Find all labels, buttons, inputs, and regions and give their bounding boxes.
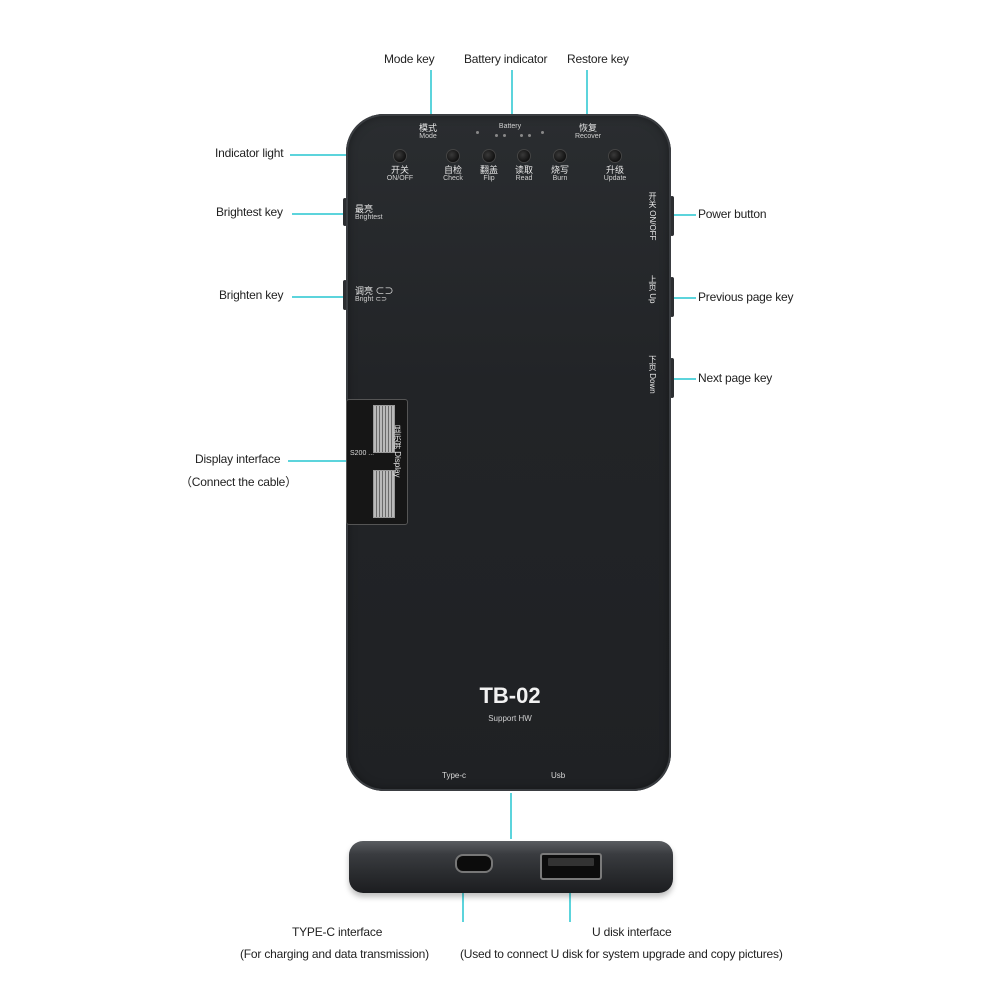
restore-label-en: Recover [574,133,602,141]
typec-interface-callout: TYPE-C interface [292,925,383,939]
read-button[interactable] [518,150,530,162]
model-name: TB-02 [479,683,541,708]
burn-button[interactable] [554,150,566,162]
restore-key-callout: Restore key [567,52,629,66]
typec-line [462,870,464,922]
usb-port-tongue [548,858,594,866]
udisk-interface-callout: U disk interface [592,925,672,939]
bright-label-cn: 调亮 ⊂⊃ [355,286,394,296]
battery-dot [520,134,523,137]
battery-dot [503,134,506,137]
brighten-side-button[interactable] [343,280,347,310]
indicator-light-callout: Indicator light [215,146,284,160]
udisk-line [569,872,571,922]
brightest-label-en: Brightest [355,214,383,222]
bright-label: 调亮 ⊂⊃ Bright ⊂⊃ [355,286,394,304]
battery-label: Battery [490,123,530,130]
support-text: Support HW [488,714,532,723]
flip-label-cn: 翻盖 [479,165,498,175]
check-button[interactable] [447,150,459,162]
display-port-label: 显示屏 Display [393,425,402,478]
update-label: 升级 Update [597,165,633,183]
check-label: 自检 Check [437,165,469,183]
mode-label-en: Mode [419,133,437,141]
down-side-button[interactable] [670,358,674,398]
mode-key-line [430,70,432,116]
previous-page-key-line [672,297,696,299]
flip-label: 翻盖 Flip [473,165,505,183]
display-interface-line [288,460,348,462]
device-bottom-edge [349,841,673,893]
onoff-label: 开关 ON/OFF [380,165,420,183]
power-side-button[interactable] [670,196,674,236]
up-side-label: 上页 Up [648,275,657,304]
brightest-label: 最亮 Brightest [355,204,383,222]
fpc-connector-bottom [373,470,395,518]
typec-port-label: Type-c [442,771,467,780]
display-interface-callout: Display interface [195,452,281,466]
update-label-en: Update [603,175,627,183]
restore-label: 恢复 Recover [568,123,608,141]
battery-indicator-line [511,70,513,126]
check-label-cn: 自检 [443,165,462,175]
brightest-label-cn: 最亮 [355,204,374,214]
onoff-label-en: ON/OFF [386,175,414,183]
previous-page-key-callout: Previous page key [698,290,794,304]
display-chip-label: S200 ... [350,450,375,457]
bright-label-en: Bright ⊂⊃ [355,296,387,304]
update-label-cn: 升级 [605,165,624,175]
read-label-en: Read [515,175,533,183]
mode-key-callout: Mode key [384,52,435,66]
battery-indicator-callout: Battery indicator [464,52,548,66]
battery-dot [541,131,544,134]
usb-port[interactable] [540,853,602,880]
battery-dot [528,134,531,137]
typec-port[interactable] [455,854,493,873]
update-button[interactable] [609,150,621,162]
next-page-key-callout: Next page key [698,371,773,385]
restore-key-line [586,70,588,116]
brightest-key-line [292,213,347,215]
display-interface-note: （Connect the cable） [180,475,297,489]
read-label-cn: 读取 [514,165,533,175]
power-button-line [672,214,696,216]
brightest-key-callout: Brightest key [216,205,283,219]
restore-label-cn: 恢复 [578,123,597,133]
flip-label-en: Flip [483,175,495,183]
next-page-key-line [672,378,696,380]
indicator-light-line [290,154,400,156]
onoff-label-cn: 开关 [390,165,409,175]
burn-label-en: Burn [552,175,568,183]
fpc-connector-top [373,405,395,453]
mode-label: 模式 Mode [412,123,444,141]
typec-interface-note: (For charging and data transmission) [240,947,429,961]
mode-label-cn: 模式 [418,123,437,133]
battery-dot [495,134,498,137]
brightest-side-button[interactable] [343,198,347,226]
battery-dot [476,131,479,134]
power-button-callout: Power button [698,207,767,221]
burn-label: 烧写 Burn [544,165,576,183]
check-label-en: Check [443,175,463,183]
onoff-indicator-light[interactable] [394,150,406,162]
brighten-key-line [292,296,347,298]
brighten-key-callout: Brighten key [219,288,284,302]
power-side-label: 开关 ON/OFF [648,192,657,241]
down-side-label: 下页 Down [648,355,657,394]
battery-label-text: Battery [498,123,522,130]
up-side-button[interactable] [670,277,674,317]
read-label: 读取 Read [508,165,540,183]
flip-button[interactable] [483,150,495,162]
usb-port-label: Usb [551,771,566,780]
burn-label-cn: 烧写 [550,165,569,175]
udisk-interface-note: (Used to connect U disk for system upgra… [460,947,783,961]
ports-line [510,793,512,839]
